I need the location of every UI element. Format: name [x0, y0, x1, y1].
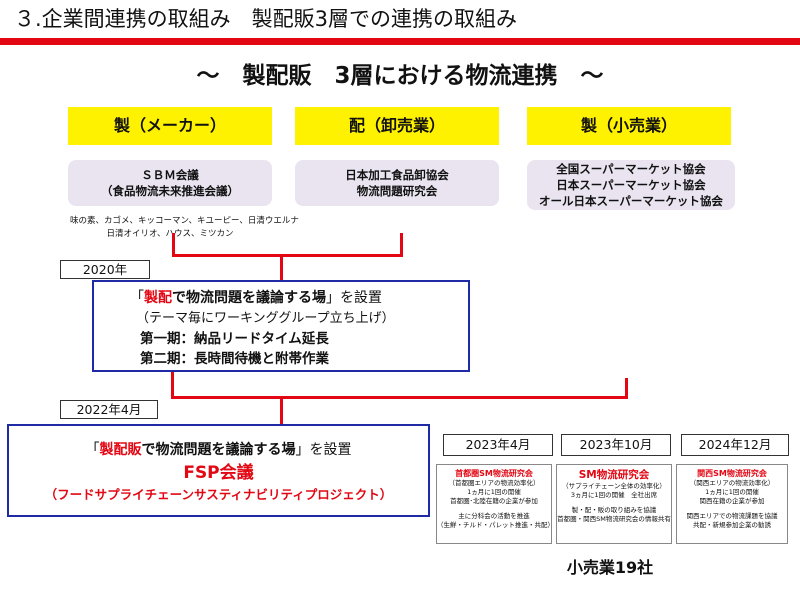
group-name: 関西SM物流研究会 — [697, 469, 767, 478]
box-2020-heading: 「製配で物流問題を議論する場」を設置 — [130, 288, 468, 309]
slide-title: ３.企業間連携の取組み 製配販3層での連携の取組み — [14, 7, 518, 31]
group-detail: 関西エリアでの物流課題を協議 — [686, 512, 778, 520]
group-detail: （関西エリアの物流効率化） — [689, 479, 775, 487]
year-tag-2020: 2020年 — [60, 260, 150, 279]
group-detail: 1ヵ月に1回の開催 — [705, 488, 759, 496]
heading-bold: で物流問題を議論する場 — [172, 290, 326, 306]
group-name: 首都圏SM物流研究会 — [455, 469, 533, 478]
box-2020-council: 「製配で物流問題を議論する場」を設置 （テーマ毎にワーキンググループ立ち上げ） … — [92, 280, 470, 372]
quote-close: 」を設置 — [295, 442, 352, 458]
org-line: ＳＢＭ会議 — [141, 168, 199, 182]
connector-wholesale-down — [400, 233, 403, 257]
group-detail: 首都圏・関西SM物流研究会の情報共有 — [557, 515, 671, 523]
title-rule — [0, 38, 800, 45]
org-supermarket-associations: 全国スーパーマーケット協会 日本スーパーマーケット協会 オール日本スーパーマーケ… — [527, 160, 735, 210]
tier-retail-label: 製（小売業） — [527, 107, 731, 145]
group-detail: 首都圏･北陸在籍の企業が参加 — [450, 497, 538, 505]
group-detail: （首都圏エリアの物流効率化） — [448, 479, 540, 487]
box-2022-heading: 「製配販で物流問題を議論する場」を設置 — [9, 440, 428, 461]
connector-maker-down — [172, 233, 175, 257]
heading-bold: で物流問題を議論する場 — [141, 442, 296, 458]
diagram-subtitle: 〜 製配販 3層における物流連携 〜 — [196, 63, 604, 89]
org-sbm-council: ＳＢＭ会議 （食品物流未来推進会議） — [68, 160, 272, 206]
org-wholesale-association: 日本加工食品卸協会 物流問題研究会 — [295, 160, 499, 206]
retail-company-count: 小売業19社 — [566, 558, 654, 577]
quote-open: 「 — [130, 290, 144, 306]
quote-close: 」を設置 — [326, 290, 382, 306]
group-detail: 関西在籍の企業が参加 — [699, 497, 765, 505]
working-group-note: （テーマ毎にワーキンググループ立ち上げ） — [136, 311, 395, 326]
fsp-full-name: （フードサプライチェーンサスティナビリティプロジェクト） — [44, 487, 393, 502]
group-detail: （生鮮・チルド・パレット推進・共配） — [437, 521, 554, 529]
year-tag-2024-12: 2024年12月 — [681, 434, 789, 456]
org-line: 日本スーパーマーケット協会 — [556, 178, 706, 192]
fsp-council-name: FSP会議 — [183, 463, 254, 483]
quote-open: 「 — [85, 442, 100, 458]
org-line: 日本加工食品卸協会 — [345, 168, 449, 182]
tier-wholesale-label: 配（卸売業） — [295, 107, 499, 145]
year-tag-2023-04: 2023年4月 — [443, 434, 553, 456]
group-detail: 製・配・販の取り組みを協議 — [571, 506, 657, 514]
phase-1: 第一期：納品リードタイム延長 — [140, 331, 329, 347]
box-fsp-council: 「製配販で物流問題を議論する場」を設置 FSP会議 （フードサプライチェーンサス… — [7, 424, 430, 517]
group-detail: 3ヵ月に1回の開催 全社出席 — [570, 491, 658, 499]
connector-retail-down — [625, 378, 628, 399]
year-tag-2022: 2022年4月 — [60, 400, 158, 419]
card-sm-study-group: SM物流研究会 （サプライチェーン全体の効率化） 3ヵ月に1回の開催 全社出席 … — [556, 464, 672, 544]
group-detail: 1ヵ月に1回の開催 — [467, 488, 521, 496]
connector-to-2022-box — [280, 396, 283, 424]
connector-horizontal-2020 — [172, 254, 403, 257]
phase-2: 第二期：長時間待機と附帯作業 — [140, 351, 329, 367]
group-detail: （サプライチェーン全体の効率化） — [562, 482, 666, 490]
maker-member-list: 味の素、カゴメ、キッコーマン、キユーピー、日清ウエルナ 日清オイリオ、ハウス、ミ… — [70, 215, 299, 241]
group-detail: 主に分科会の活動を推進 — [458, 512, 530, 520]
highlight-seihai: 製配 — [144, 290, 172, 306]
group-name: SM物流研究会 — [578, 469, 650, 481]
highlight-seihaihan: 製配販 — [99, 442, 142, 458]
connector-to-2020-box — [280, 254, 283, 280]
org-line: （食品物流未来推進会議） — [101, 184, 239, 198]
tier-maker-label: 製（メーカー） — [68, 107, 272, 145]
member-line: 日清オイリオ、ハウス、ミツカン — [106, 229, 234, 239]
member-line: 味の素、カゴメ、キッコーマン、キユーピー、日清ウエルナ — [70, 216, 299, 226]
card-shutoken-sm-study-group: 首都圏SM物流研究会 （首都圏エリアの物流効率化） 1ヵ月に1回の開催 首都圏･… — [436, 464, 554, 544]
org-line: オール日本スーパーマーケット協会 — [539, 194, 723, 208]
card-kansai-sm-study-group: 関西SM物流研究会 （関西エリアの物流効率化） 1ヵ月に1回の開催 関西在籍の企… — [676, 464, 788, 544]
group-detail: 共配・新規参加企業の勧誘 — [693, 521, 771, 529]
org-line: 全国スーパーマーケット協会 — [556, 162, 706, 176]
org-line: 物流問題研究会 — [356, 184, 438, 198]
connector-horizontal-2022 — [171, 396, 628, 399]
year-tag-2023-10: 2023年10月 — [561, 434, 671, 456]
connector-2020-down — [171, 372, 174, 399]
